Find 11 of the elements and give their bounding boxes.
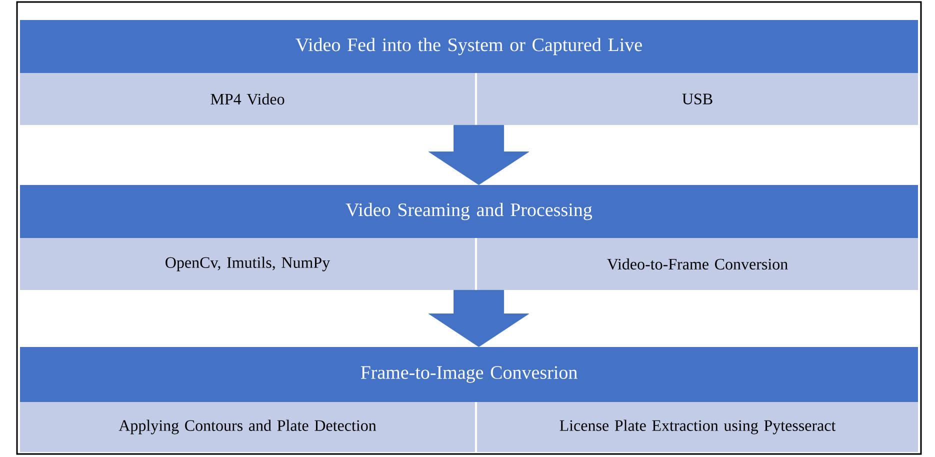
header-band: Frame-to-Image Convesrion xyxy=(20,346,918,402)
label-cell: Applying Contours and Plate Detection xyxy=(20,402,475,452)
label-cell: License Plate Extraction using Pytesseract xyxy=(477,402,918,452)
label-cell: USB xyxy=(477,73,918,125)
block-arrow xyxy=(428,290,530,348)
block-arrow xyxy=(428,124,530,186)
header-band: Video Sreaming and Processing xyxy=(20,184,918,238)
label-cell: OpenCv, Imutils, NumPy xyxy=(20,238,475,290)
label-cell: MP4 Video xyxy=(20,73,475,125)
header-band: Video Fed into the System or Captured Live xyxy=(20,20,918,73)
label-cell: Video-to-Frame Conversion xyxy=(477,238,918,290)
